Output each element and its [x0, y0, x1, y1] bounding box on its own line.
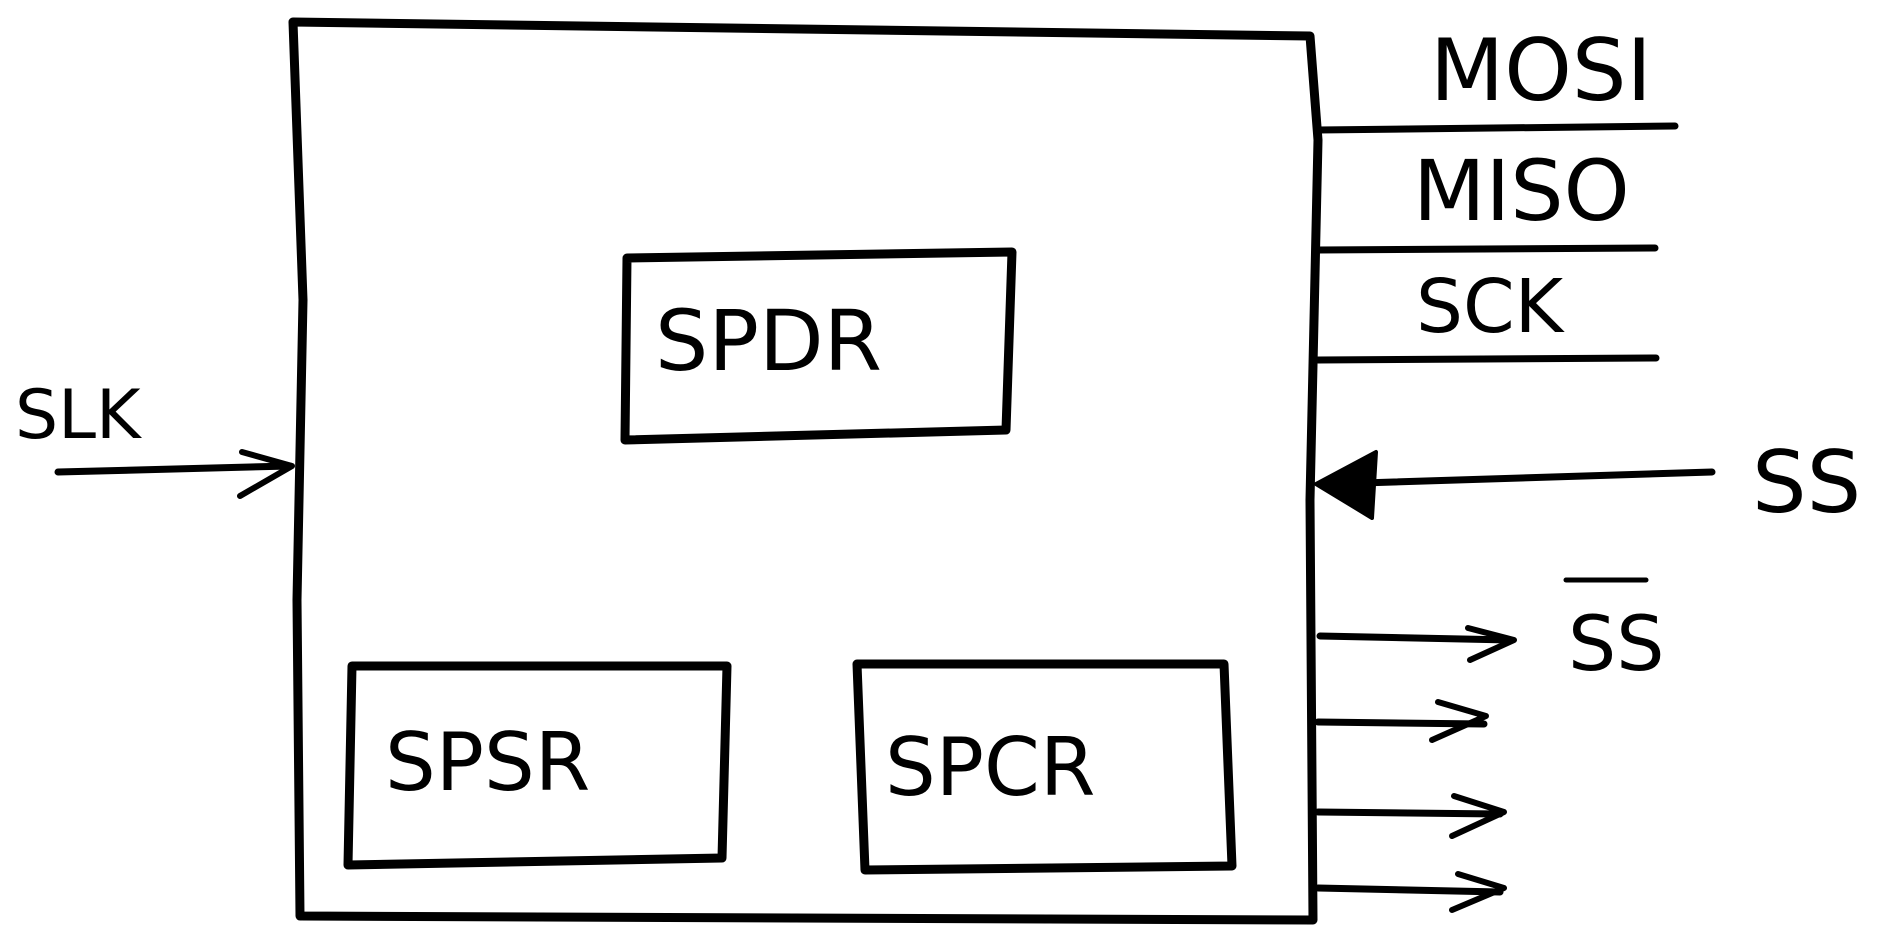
ss-output-label: SS [1568, 599, 1664, 688]
spcr-label: SPCR [885, 721, 1095, 814]
output-arrow-2 [1314, 793, 1507, 839]
ss-input-arrowhead [1314, 450, 1378, 520]
clock-input-line [54, 462, 294, 476]
ss-input-label: SS [1752, 433, 1861, 533]
output-arrow-1 [1314, 699, 1489, 743]
miso-line [1314, 244, 1659, 254]
sck-line [1314, 354, 1660, 364]
spi-module-block [288, 17, 1323, 925]
ss-output-arrowhead [1465, 625, 1517, 663]
spdr-register-box [620, 247, 1017, 445]
spdr-label: SPDR [655, 292, 882, 390]
sck-label: SCK [1416, 264, 1566, 350]
ss-input-line [1326, 468, 1716, 488]
clock-input-arrow [54, 449, 295, 499]
clock-input-arrowhead [237, 449, 295, 499]
clock-input-label: SLK [15, 376, 143, 455]
spsr-label: SPSR [385, 716, 590, 809]
output-arrow-3 [1314, 871, 1507, 913]
ss-output-arrow [1316, 625, 1517, 663]
mosi-label: MOSI [1430, 21, 1652, 121]
spsr-register-box [343, 661, 732, 870]
spcr-register-box [852, 659, 1237, 875]
ss-input-arrow [1314, 450, 1716, 520]
miso-label: MISO [1413, 142, 1630, 240]
ss-output-line [1316, 632, 1514, 644]
mosi-line [1314, 122, 1679, 134]
